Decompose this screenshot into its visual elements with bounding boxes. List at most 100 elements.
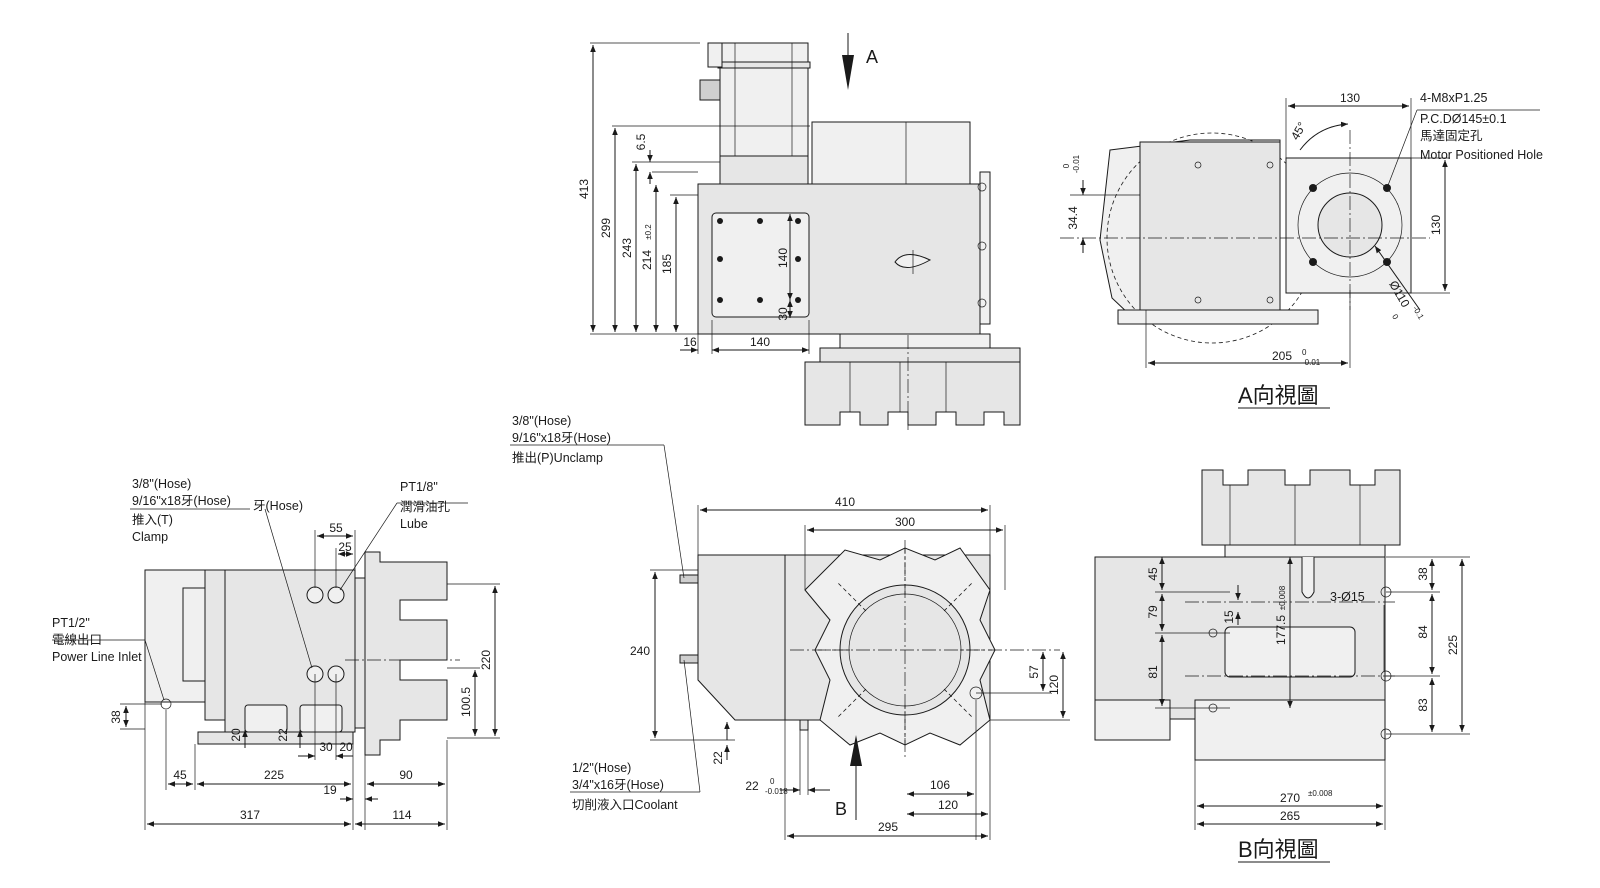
dim-185: 185 xyxy=(660,254,674,274)
dim-25: 25 xyxy=(338,540,352,554)
clamp-hose-size: 3/8"(Hose) xyxy=(132,477,191,491)
left-view: 55 25 220 100.5 38 20 22 30 20 45 225 19 xyxy=(52,477,500,830)
power-size: PT1/2" xyxy=(52,616,90,630)
svg-text:-0.018: -0.018 xyxy=(765,787,788,796)
svg-text:-0.01: -0.01 xyxy=(1302,358,1321,367)
svg-text:0: 0 xyxy=(1302,348,1307,357)
arrow-a-label: A xyxy=(866,47,878,67)
dim-81: 81 xyxy=(1146,665,1160,679)
power-zh: 電線出口 xyxy=(52,632,102,647)
side-plate xyxy=(711,212,810,318)
dim-57: 57 xyxy=(1027,665,1041,679)
dim-100-5: 100.5 xyxy=(459,687,473,717)
housing-front xyxy=(697,554,786,721)
dim-295: 295 xyxy=(878,820,898,834)
svg-text:0: 0 xyxy=(770,777,775,786)
motor-cover xyxy=(811,121,971,185)
rotary-table-left xyxy=(364,551,448,756)
dim-6-5: 6.5 xyxy=(634,133,648,150)
dim-20-a: 20 xyxy=(229,728,243,742)
dim-22-v: 22 xyxy=(711,751,725,765)
dim-22: 22 xyxy=(276,728,290,742)
front-view: 410 300 240 57 120 22 22 0 -0.018 106 12… xyxy=(510,414,1070,840)
arrow-b-label: B xyxy=(835,799,847,819)
dim-20-b: 20 xyxy=(339,740,353,754)
motor-hole-thread: 4-M8xP1.25 xyxy=(1420,91,1487,105)
plate-bolts xyxy=(717,218,801,303)
dim-140-v: 140 xyxy=(776,248,790,268)
view-a: 130 45° 34.4 0 -0.01 130 Ø110 0 -0.1 205… xyxy=(1060,91,1543,409)
rotary-table-side xyxy=(804,361,1021,426)
dim-a-130-h: 130 xyxy=(1340,91,1360,105)
dim-120-h: 120 xyxy=(938,798,958,812)
dim-265: 265 xyxy=(1280,809,1300,823)
hose-tag: 牙(Hose) xyxy=(253,499,303,513)
dim-270: 270 xyxy=(1280,791,1300,805)
dim-225-b: 225 xyxy=(1446,635,1460,655)
dim-30: 30 xyxy=(319,740,333,754)
dim-30: 30 xyxy=(776,307,790,321)
dim-140-h: 140 xyxy=(750,335,770,349)
dim-300: 300 xyxy=(895,515,915,529)
dim-106: 106 xyxy=(930,778,950,792)
dim-410: 410 xyxy=(835,495,855,509)
svg-text:0: 0 xyxy=(1390,313,1400,322)
unclamp-thread: 9/16"x18牙(Hose) xyxy=(512,431,611,445)
motor-hole-en: Motor Positioned Hole xyxy=(1420,148,1543,162)
dim-413: 413 xyxy=(577,179,591,199)
housing-a xyxy=(1139,141,1281,311)
coolant-hose-size: 1/2"(Hose) xyxy=(572,761,631,775)
svg-text:±0.008: ±0.008 xyxy=(1308,789,1333,798)
clamp-label: Clamp xyxy=(132,530,168,544)
motor-body xyxy=(719,42,809,157)
lube-size: PT1/8" xyxy=(400,480,438,494)
dim-90: 90 xyxy=(399,768,413,782)
coolant-label: 切削液入口Coolant xyxy=(572,797,678,812)
dim-299: 299 xyxy=(599,218,613,238)
view-b-title: B向視圖 xyxy=(1238,837,1319,862)
lube-en: Lube xyxy=(400,517,428,531)
lube-zh: 潤滑油孔 xyxy=(400,499,451,514)
view-a-title: A向視圖 xyxy=(1238,383,1319,408)
dim-45: 45 xyxy=(173,768,187,782)
dim-15: 15 xyxy=(1222,610,1236,624)
dim-84: 84 xyxy=(1416,625,1430,639)
dim-317: 317 xyxy=(240,808,260,822)
dim-243: 243 xyxy=(620,238,634,258)
dim-38: 38 xyxy=(109,710,123,724)
svg-text:-0.1: -0.1 xyxy=(1411,305,1426,322)
motor-connector xyxy=(699,79,721,101)
dim-45-b: 45 xyxy=(1146,567,1160,581)
unclamp-label: 推出(P)Unclamp xyxy=(512,451,603,465)
dim-79: 79 xyxy=(1146,605,1160,619)
dim-205: 205 xyxy=(1272,349,1292,363)
rotary-table-b xyxy=(1201,469,1401,546)
clamp-push: 推入(T) xyxy=(132,513,173,527)
dim-16: 16 xyxy=(683,335,697,349)
hole-label-3-phi15: 3-Ø15 xyxy=(1330,590,1365,604)
view-arrow-a xyxy=(842,55,854,90)
unclamp-hose-size: 3/8"(Hose) xyxy=(512,414,571,428)
flange-pcd xyxy=(1297,172,1403,278)
svg-text:-0.01: -0.01 xyxy=(1072,154,1081,173)
dim-45deg: 45° xyxy=(1288,119,1309,142)
motor-adapter xyxy=(719,155,809,185)
power-en: Power Line Inlet xyxy=(52,650,142,664)
dim-220: 220 xyxy=(479,650,493,670)
dim-83: 83 xyxy=(1416,698,1430,712)
top-side-view: 413 299 243 214 ±0.2 185 6.5 140 30 16 1… xyxy=(577,33,1021,430)
coolant-thread: 3/4"x16牙(Hose) xyxy=(572,778,664,792)
dim-120-v: 120 xyxy=(1047,675,1061,695)
dim-225: 225 xyxy=(264,768,284,782)
hose-fittings xyxy=(306,586,345,683)
dim-22-h: 22 xyxy=(745,779,759,793)
motor-hole-pcd: P.C.DØ145±0.1 xyxy=(1420,112,1507,126)
dim-55: 55 xyxy=(329,521,343,535)
clamp-thread: 9/16"x18牙(Hose) xyxy=(132,494,231,508)
motor-hole-zh: 馬達固定孔 xyxy=(1420,128,1483,143)
dim-38-b: 38 xyxy=(1416,567,1430,581)
view-b: 45 79 81 15 177.5 ±0.008 3-Ø15 38 84 83 … xyxy=(1094,469,1470,863)
dim-177-5: 177.5 xyxy=(1274,615,1288,645)
svg-text:±0.2: ±0.2 xyxy=(644,224,653,240)
dim-214: 214 xyxy=(640,250,654,270)
